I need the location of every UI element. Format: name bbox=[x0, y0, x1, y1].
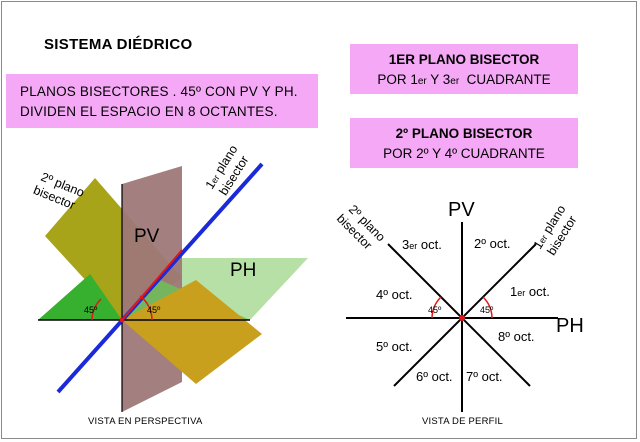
perspective-origin bbox=[119, 317, 125, 323]
profile-angle-left: 45º bbox=[428, 305, 442, 315]
octant-6-label: 6º oct. bbox=[416, 369, 453, 384]
perspective-caption: VISTA EN PERSPECTIVA bbox=[88, 416, 203, 427]
bisector-planes-info-box: PLANOS BISECTORES . 45º CON PV Y PH. DIV… bbox=[6, 74, 318, 128]
octant-7-label: 7º oct. bbox=[466, 369, 503, 384]
second-bisector-title: 2º PLANO BISECTOR bbox=[395, 126, 533, 141]
octant-2-label: 2º oct. bbox=[474, 236, 511, 251]
ph-plane-front bbox=[38, 274, 122, 320]
profile-second-bisector-line bbox=[387, 243, 531, 387]
first-bisector-desc: POR 1er Y 3er CUADRANTE bbox=[377, 72, 551, 87]
first-bisector-line bbox=[56, 162, 264, 394]
info-line-2: DIVIDEN EL ESPACIO EN 8 OCTANTES. bbox=[20, 104, 278, 119]
perspective-pv-label: PV bbox=[134, 226, 160, 247]
first-bisector-box: 1ER PLANO BISECTOR POR 1er Y 3er CUADRAN… bbox=[350, 44, 578, 94]
profile-angle-arc-right bbox=[482, 296, 493, 319]
profile-caption: VISTA DE PERFIL bbox=[422, 416, 503, 427]
perspective-axis bbox=[121, 249, 183, 321]
profile-pv-label: PV bbox=[448, 199, 475, 221]
info-line-1: PLANOS BISECTORES . 45º CON PV Y PH. bbox=[20, 84, 298, 99]
angle-arc-left bbox=[91, 298, 102, 321]
octant-4-label: 4º oct. bbox=[376, 287, 413, 302]
page-title: SISTEMA DIÉDRICO bbox=[44, 36, 193, 53]
profile-angle-arc-left bbox=[431, 296, 442, 319]
perspective-angle-left: 45º bbox=[84, 305, 98, 315]
profile-first-bisector-line bbox=[393, 243, 537, 387]
profile-ph-label: PH bbox=[556, 315, 584, 337]
octant-3-label: 3er oct. bbox=[402, 237, 442, 252]
octant-1-label: 1er oct. bbox=[510, 284, 550, 299]
first-bisector-title: 1ER PLANO BISECTOR bbox=[388, 52, 540, 67]
profile-view: 45º 45º PV PH 3er oct. 2º oct. 4º oct. 1… bbox=[334, 199, 584, 412]
perspective-angle-right: 45º bbox=[147, 305, 161, 315]
profile-second-bisector-label: 2º plano bisector bbox=[334, 202, 388, 252]
profile-first-bisector-label: 1er plano bisector bbox=[531, 203, 580, 258]
second-bisector-box: 2º PLANO BISECTOR POR 2º Y 4º CUADRANTE bbox=[350, 118, 578, 168]
perspective-view: 45º 45º PV PH 2º plano bisector 1er plan… bbox=[31, 143, 308, 412]
angle-arc-right bbox=[139, 295, 153, 321]
perspective-ph-label: PH bbox=[230, 260, 256, 281]
profile-origin bbox=[459, 315, 465, 321]
profile-angle-right: 45º bbox=[480, 305, 494, 315]
perspective-first-bisector-label: 1er plano bisector bbox=[203, 143, 252, 198]
octant-5-label: 5º oct. bbox=[376, 339, 413, 354]
second-bisector-desc: POR 2º Y 4º CUADRANTE bbox=[383, 146, 545, 161]
second-bisector-plane-lower bbox=[122, 280, 262, 384]
octant-8-label: 8º oct. bbox=[498, 329, 535, 344]
